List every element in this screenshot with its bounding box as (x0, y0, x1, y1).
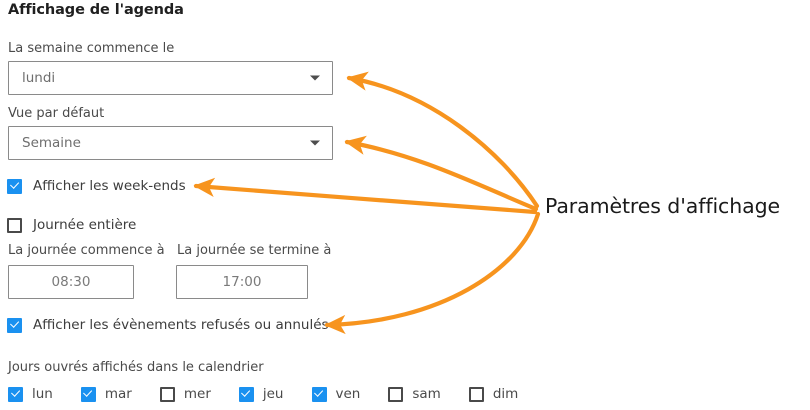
annotation-label: Paramètres d'affichage (545, 194, 780, 218)
arrow-to-show-declined-checkbox (324, 211, 541, 335)
show-declined-checkbox[interactable]: Afficher les évènements refusés ou annul… (7, 317, 329, 333)
working-day-label: jeu (262, 386, 284, 402)
all-day-checkbox[interactable]: Journée entière (7, 217, 136, 233)
checkbox-unchecked-icon (388, 386, 404, 402)
chevron-down-icon (310, 140, 320, 146)
week-start-label: La semaine commence le (8, 41, 175, 56)
working-day-label: ven (335, 386, 361, 402)
week-start-select[interactable]: lundi (8, 61, 333, 95)
week-start-value: lundi (22, 70, 56, 86)
working-day-lun[interactable]: lun (8, 386, 53, 402)
working-days-label: Jours ouvrés affichés dans le calendrier (8, 360, 264, 375)
working-day-label: mar (104, 386, 132, 402)
working-day-mer[interactable]: mer (159, 386, 211, 402)
show-weekends-label: Afficher les week-ends (33, 178, 186, 194)
show-weekends-checkbox[interactable]: Afficher les week-ends (7, 178, 186, 194)
default-view-select[interactable]: Semaine (8, 126, 333, 160)
checkbox-checked-icon (8, 386, 23, 402)
arrow-to-show-weekends-checkbox (193, 177, 538, 215)
default-view-value: Semaine (22, 135, 81, 151)
day-ends-value: 17:00 (222, 274, 262, 290)
default-view-label: Vue par défaut (8, 106, 105, 121)
day-ends-label: La journée se termine à (177, 243, 332, 258)
checkbox-checked-icon (80, 386, 96, 402)
working-day-label: mer (183, 386, 211, 402)
checkbox-unchecked-icon (7, 217, 22, 233)
arrow-to-default-view-select (344, 135, 539, 212)
day-starts-input[interactable]: 08:30 (8, 265, 134, 299)
working-day-ven[interactable]: ven (311, 386, 361, 402)
chevron-down-icon (310, 75, 320, 81)
working-day-mar[interactable]: mar (80, 386, 132, 402)
checkbox-checked-icon (7, 178, 22, 194)
checkbox-unchecked-icon (468, 386, 484, 402)
working-day-label: sam (412, 386, 441, 402)
working-days-row: lun mar mer jeu ven sam (8, 386, 518, 402)
working-day-label: lun (32, 386, 53, 402)
show-declined-label: Afficher les évènements refusés ou annul… (33, 317, 329, 333)
working-day-sam[interactable]: sam (388, 386, 441, 402)
checkbox-checked-icon (238, 386, 254, 402)
working-day-label: dim (492, 386, 519, 402)
arrow-to-week-start-select (346, 71, 540, 209)
working-day-jeu[interactable]: jeu (238, 386, 284, 402)
checkbox-unchecked-icon (159, 386, 175, 402)
working-day-dim[interactable]: dim (468, 386, 519, 402)
day-starts-label: La journée commence à (8, 243, 165, 258)
checkbox-checked-icon (7, 317, 22, 333)
page-title: Affichage de l'agenda (8, 2, 184, 18)
day-ends-input[interactable]: 17:00 (176, 265, 308, 299)
all-day-label: Journée entière (33, 217, 137, 233)
checkbox-checked-icon (311, 386, 327, 402)
day-starts-value: 08:30 (51, 274, 91, 290)
